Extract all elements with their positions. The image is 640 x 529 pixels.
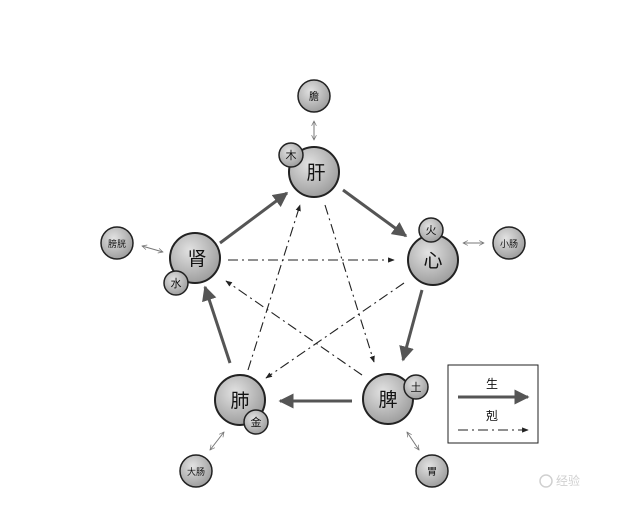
kidney-label: 肾	[187, 248, 206, 270]
large-intestine-label: 大肠	[187, 466, 205, 478]
gallbladder-node: 膽	[297, 79, 331, 113]
arrow-spleen-to-kidney	[225, 280, 363, 376]
small-intestine-node: 小肠	[492, 226, 526, 260]
water-label: 水	[171, 277, 182, 290]
heart-label: 心	[423, 250, 442, 272]
watermark: 经验	[539, 473, 580, 488]
viscera-nodes: 膽 小肠 胃 大肠 膀胱	[100, 79, 526, 488]
link-lung-large-intestine	[210, 432, 224, 450]
small-intestine-label: 小肠	[500, 239, 518, 250]
spleen-node: 脾 土	[362, 373, 429, 425]
lung-label: 肺	[230, 390, 249, 412]
generate-arrows	[202, 188, 424, 409]
fire-label: 火	[426, 224, 437, 237]
legend-generate-label: 生	[486, 377, 498, 391]
bladder-label: 膀胱	[108, 238, 126, 250]
legend-restrain-label: 剋	[486, 409, 498, 423]
legend: 生 剋	[447, 364, 539, 444]
arrow-kidney-to-liver	[219, 191, 289, 245]
lung-node: 肺 金	[214, 374, 269, 435]
link-kidney-bladder	[142, 246, 163, 252]
arrow-heart-to-spleen	[399, 289, 424, 362]
arrow-lung-to-liver	[247, 204, 301, 371]
watermark-icon	[539, 474, 553, 488]
liver-node: 肝 木	[278, 142, 340, 198]
gallbladder-label: 膽	[309, 90, 319, 103]
link-spleen-stomach	[407, 432, 419, 450]
watermark-text: 经验	[556, 473, 580, 488]
metal-label: 金	[251, 415, 262, 429]
organ-nodes: 肝 木 心 火 脾 土 肺 金 肾 水	[163, 142, 459, 435]
liver-label: 肝	[306, 162, 325, 184]
stomach-label: 胃	[427, 466, 437, 478]
arrow-liver-to-spleen	[324, 204, 375, 363]
earth-label: 土	[411, 381, 422, 394]
heart-node: 心 火	[407, 217, 459, 286]
restrain-arrows	[225, 204, 405, 379]
large-intestine-node: 大肠	[179, 454, 213, 488]
arrow-lung-to-kidney	[202, 285, 232, 364]
arrow-heart-to-lung	[265, 282, 405, 379]
stomach-node: 胃	[415, 454, 449, 488]
kidney-node: 肾 水	[163, 232, 221, 296]
arrow-liver-to-heart	[342, 188, 408, 238]
viscera-links	[142, 121, 484, 450]
wood-label: 木	[286, 149, 297, 162]
bladder-node: 膀胱	[100, 226, 134, 260]
spleen-label: 脾	[378, 389, 397, 411]
